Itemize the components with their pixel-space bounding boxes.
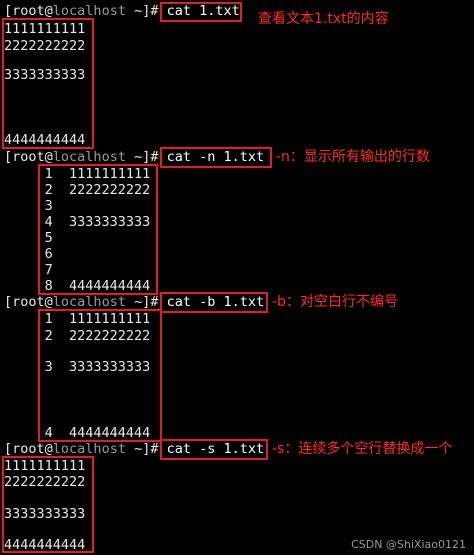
output-line: 3333333333 xyxy=(4,506,86,522)
annotation-label: -b：对空白行不编号 xyxy=(272,294,398,310)
output-line: 2222222222 xyxy=(4,38,86,54)
command-highlight-box xyxy=(160,439,268,460)
prompt-line: [root@localhost ~]# cat -s 1.txt xyxy=(4,441,265,457)
output-line: 2 2222222222 xyxy=(4,328,151,344)
output-line: 4444444444 xyxy=(4,132,86,148)
annotation-label: -s：连续多个空行替换成一个 xyxy=(272,441,453,457)
output-line: 3333333333 xyxy=(4,67,86,83)
output-line: 4444444444 xyxy=(4,537,86,553)
output-line: 1111111111 xyxy=(4,21,86,37)
output-line: 8 4444444444 xyxy=(4,278,151,294)
output-highlight-box xyxy=(38,164,158,295)
output-line: 3 3333333333 xyxy=(4,359,151,375)
output-line: 2 2222222222 xyxy=(4,182,151,198)
watermark: CSDN @ShiXiao0121 xyxy=(351,538,466,551)
output-line: 3 xyxy=(4,198,53,214)
annotation-label: -n：显示所有输出的行数 xyxy=(276,149,430,165)
output-line: 4 3333333333 xyxy=(4,214,151,230)
output-highlight-box xyxy=(2,18,94,149)
output-line: 1111111111 xyxy=(4,458,86,474)
output-line: 4 4444444444 xyxy=(4,425,151,441)
prompt-line: [root@localhost ~]# cat 1.txt xyxy=(4,3,240,19)
prompt-line: [root@localhost ~]# cat -n 1.txt xyxy=(4,149,265,165)
output-line: 1 1111111111 xyxy=(4,166,151,182)
command-highlight-box xyxy=(160,2,242,22)
output-highlight-box xyxy=(38,309,162,442)
output-line: 1 1111111111 xyxy=(4,311,151,327)
command-highlight-box xyxy=(160,292,268,313)
output-line: 5 xyxy=(4,230,53,246)
output-highlight-box xyxy=(2,456,94,553)
prompt-line: [root@localhost ~]# cat -b 1.txt xyxy=(4,294,265,310)
output-line: 7 xyxy=(4,262,53,278)
annotation-label: 查看文本1.txt的内容 xyxy=(258,11,389,27)
output-line: 2222222222 xyxy=(4,474,86,490)
output-line: 6 xyxy=(4,246,53,262)
command-highlight-box xyxy=(160,147,272,168)
